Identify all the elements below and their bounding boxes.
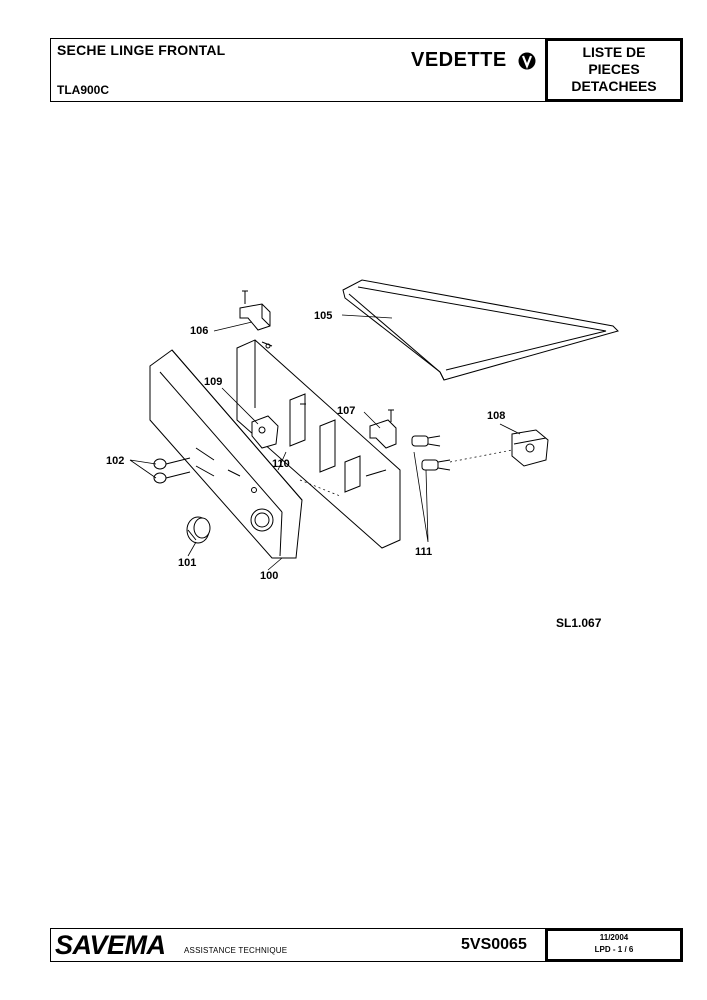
label-111: 111 <box>415 546 433 558</box>
footer-subtitle: ASSISTANCE TECHNIQUE <box>184 946 288 955</box>
part-107-bracket <box>369 409 397 449</box>
document-date: 11/2004 <box>599 933 629 942</box>
part-101-knob <box>186 516 211 544</box>
company-logo-text: SAVEMA <box>55 930 166 960</box>
assembly-dashed-lines <box>299 449 513 497</box>
document-title: SECHE LINGE FRONTAL <box>57 42 226 58</box>
label-101: 101 <box>178 557 197 569</box>
label-100: 100 <box>260 570 279 582</box>
label-102: 102 <box>106 455 125 467</box>
header-left: SECHE LINGE FRONTAL TLA900C VEDETTE <box>51 39 545 101</box>
part-109-switch <box>251 415 279 449</box>
document-number: 5VS0065 <box>461 936 527 953</box>
brand-emblem-icon <box>518 52 536 70</box>
brand-logo-text: VEDETTE <box>411 49 507 71</box>
part-100-front-panel <box>149 349 303 559</box>
drawing-reference: SL1.067 <box>556 616 602 630</box>
part-106-bracket <box>239 290 271 331</box>
model-number: TLA900C <box>57 83 110 97</box>
parts-list-line3: DETACHEES <box>571 78 657 94</box>
parts-list-line2: PIECES <box>588 61 640 77</box>
label-106: 106 <box>190 325 209 337</box>
label-110: 110 <box>272 458 290 470</box>
part-111-lamps <box>411 435 451 471</box>
parts-list-box: LISTE DE PIECES DETACHEES <box>545 38 683 102</box>
part-105-top-lid <box>342 279 619 381</box>
leader-lines <box>129 314 521 571</box>
page-number: LPD - 1 / 6 <box>594 945 634 954</box>
label-107: 107 <box>337 405 356 417</box>
header-box: SECHE LINGE FRONTAL TLA900C VEDETTE LIST… <box>50 38 683 102</box>
footer-info-box: 11/2004 LPD - 1 / 6 <box>545 928 683 962</box>
label-108: 108 <box>487 410 506 422</box>
part-102-buttons <box>153 457 191 484</box>
footer-box: SAVEMA ASSISTANCE TECHNIQUE 5VS0065 11/2… <box>50 928 683 962</box>
part-inner-panel <box>236 339 401 549</box>
part-108-timer <box>511 429 549 467</box>
label-109: 109 <box>204 376 223 388</box>
label-105: 105 <box>314 310 333 322</box>
parts-list-line1: LISTE DE <box>582 44 646 60</box>
